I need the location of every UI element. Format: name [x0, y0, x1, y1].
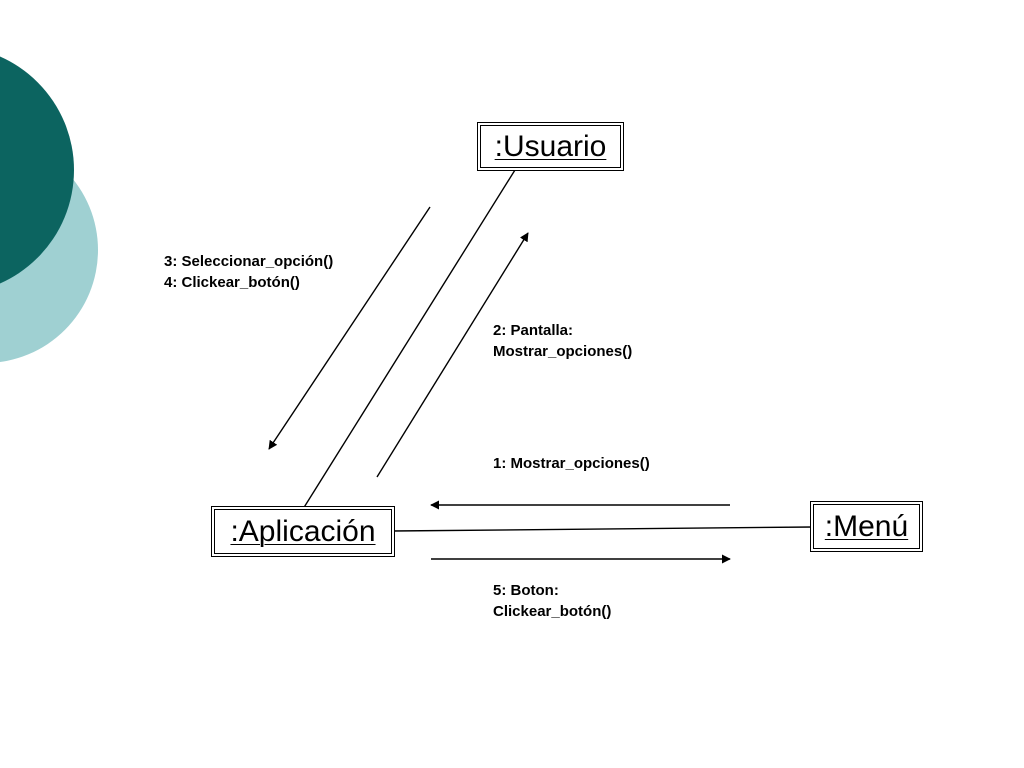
message-5-line2: Clickear_botón() — [493, 603, 612, 620]
message-2-line2: Mostrar_opciones() — [493, 343, 633, 360]
message-3-text: 3: Seleccionar_opción() — [164, 253, 334, 270]
message-1-text: 1: Mostrar_opciones() — [493, 455, 650, 472]
object-menu: :Menú — [813, 504, 920, 549]
link-usuario-aplicacion — [302, 169, 516, 510]
arrow-msg-3-4 — [268, 206, 431, 450]
message-label-1: 1: Mostrar_opciones() — [493, 453, 650, 474]
message-label-3-4: 3: Seleccionar_opción() 4: Clickear_botó… — [164, 251, 333, 293]
dark-circle — [0, 56, 74, 284]
arrow-msg-2 — [376, 232, 529, 478]
message-4-text: 4: Clickear_botón() — [164, 274, 300, 291]
message-label-2: 2: Pantalla: Mostrar_opciones() — [493, 320, 632, 362]
message-5-line1: 5: Boton: — [493, 582, 559, 599]
object-usuario: :Usuario — [480, 125, 621, 168]
decorative-circles — [0, 56, 98, 362]
link-aplicacion-menu — [391, 526, 814, 532]
message-2-line1: 2: Pantalla: — [493, 322, 574, 339]
object-aplicacion: :Aplicación — [214, 509, 392, 554]
message-label-5: 5: Boton: Clickear_botón() — [493, 580, 611, 622]
